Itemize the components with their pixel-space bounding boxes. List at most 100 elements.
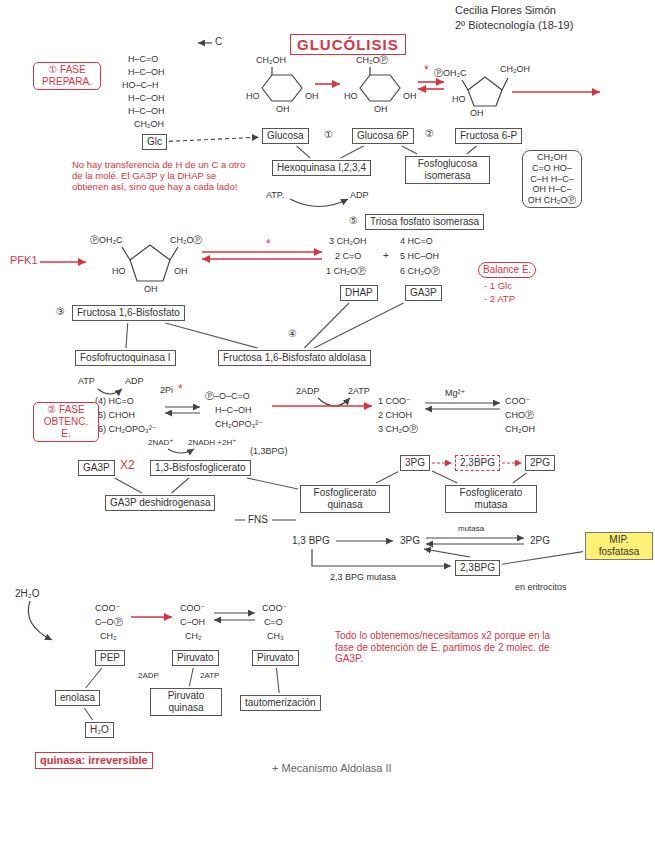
annotation-label: 2ADP — [138, 671, 159, 680]
annotation-label: H–C–OH — [128, 93, 165, 103]
annotation-label: 2ATP — [348, 386, 370, 396]
connector — [432, 462, 452, 463]
annotation-label: 2,3 BPG mutasa — [330, 572, 396, 582]
box-text: Triosa fosfato isomerasa — [370, 216, 479, 228]
annotation-label: 5 HC–OH — [400, 251, 439, 261]
process-box: CH₂OH C=O HO–C–H H–C–OH H–C–OH CH₂OⓅ — [522, 150, 582, 208]
connector — [86, 668, 102, 688]
process-box: 2,3BPG — [455, 455, 500, 471]
annotation-label: 2º Biotecnología (18-19) — [455, 19, 573, 32]
annotation-label: 3 CH₂OH — [329, 236, 367, 246]
annotation-label: ADP — [350, 190, 369, 200]
annotation-label: ④ — [288, 328, 297, 340]
process-box: 3PG — [400, 455, 430, 471]
atp-curve — [290, 199, 348, 207]
annotation-label: CH₂ — [185, 631, 202, 641]
reaction-arrow — [214, 619, 255, 620]
water-curve — [28, 601, 52, 640]
annotation-label: H–C–OH — [128, 106, 165, 116]
annotation-label: COO⁻ — [180, 603, 205, 613]
connector — [467, 146, 477, 154]
reaction-arrow — [315, 83, 340, 85]
annotation-label: en eritrocitos — [515, 582, 567, 592]
annotation-label: FNS — [248, 514, 268, 526]
connector — [126, 323, 128, 348]
annotation-label: 6 CH₂OⓅ — [400, 266, 440, 276]
annotation-label: H–C–OH — [215, 405, 252, 415]
process-box: Piruvato quinasa — [150, 688, 222, 716]
annotation-label: ⓅOH₂C — [90, 235, 123, 245]
process-box: Fructosa 1,6-Bisfosfato aldolasa — [218, 350, 371, 366]
loop-arrow — [424, 549, 470, 557]
connector — [402, 146, 417, 154]
reaction-arrow — [418, 88, 444, 90]
annotation-label: 2H₂O — [15, 588, 39, 600]
annotation-label: HO — [246, 91, 260, 101]
annotation-label: No hay transferencia de H de un C a otro… — [72, 160, 252, 193]
adp-curve — [318, 398, 350, 406]
box-text: Balance E. — [483, 264, 531, 276]
annotation-label: ATP. — [266, 190, 284, 200]
process-box: ① FASE PREPARA. — [33, 62, 101, 90]
annotation-label: ADP — [125, 376, 144, 386]
process-box: Fructosa 1,6-Bisfosfato — [72, 305, 185, 321]
box-text: Piruvato quinasa — [155, 690, 217, 714]
connector — [172, 478, 189, 493]
box-text: quinasa: irreversible — [40, 754, 148, 767]
nad-curve — [168, 449, 194, 453]
annotation-label: 1 COO⁻ — [378, 396, 411, 406]
process-box: DHAP — [340, 285, 378, 301]
annotation-label: 1,3 BPG — [292, 535, 330, 547]
annotation-label: CH₂OH — [505, 424, 535, 434]
annotation-label: (5) CHOH — [95, 410, 135, 420]
annotation-label: CH₂OⓅ — [170, 235, 203, 245]
annotation-label: - 1 Glc — [484, 281, 512, 292]
annotation-label: ⓅOH₂C — [434, 68, 467, 78]
box-text: Piruvato — [177, 652, 214, 664]
process-box: Glucosa — [262, 128, 309, 144]
annotation-label: H–C–OH — [128, 67, 165, 77]
process-box: Hexoquinasa I,2,3,4 — [272, 160, 371, 176]
process-box: H₂O — [85, 722, 114, 738]
box-text: Fosfofructoquinasa I — [80, 352, 171, 364]
annotation-label: Todo lo obtenemos/necesitamos x2 porque … — [335, 630, 570, 665]
annotation-label: CH₂OPO₃²⁻ — [215, 419, 263, 429]
annotation-label: X2 — [120, 459, 135, 473]
box-text: Fosfoglucosa isomerasa — [410, 158, 485, 182]
annotation-label: 2PG — [530, 535, 550, 547]
annotation-label: H–C=O — [128, 54, 158, 64]
annotation-label: PFK1 — [10, 254, 38, 267]
loop-arrow — [312, 549, 451, 566]
process-box: PEP — [95, 650, 125, 666]
connector — [376, 472, 398, 483]
annotation-label: * — [424, 64, 429, 78]
fructose-bisphosphate-ring — [130, 245, 170, 281]
annotation-label: C–OⓅ — [95, 617, 123, 627]
process-box: Piruvato — [172, 650, 219, 666]
annotation-label: OH — [276, 104, 290, 114]
box-text: GA3P — [83, 462, 110, 474]
annotation-label: HO–C–H — [122, 80, 159, 90]
annotation-label: ③ — [56, 306, 65, 318]
process-box: Fosfofructoquinasa I — [75, 350, 176, 366]
process-box: MIP. fosfatasa — [585, 532, 653, 560]
connector — [189, 668, 193, 686]
annotation-label: 2Pi — [160, 385, 173, 395]
box-text: 2,3BPG — [460, 562, 495, 574]
annotation-label: 2ATP — [200, 671, 219, 680]
box-text: Piruvato — [257, 652, 294, 664]
box-text: ② FASE OBTENC. E. — [38, 404, 94, 440]
reaction-arrow — [214, 612, 255, 613]
connector — [165, 323, 257, 348]
annotation-label: * — [178, 383, 183, 397]
annotation-label: COO⁻ — [262, 603, 287, 613]
annotation-label: OH — [144, 284, 158, 294]
annotation-label: Ⓟ–O–C=O — [205, 391, 250, 401]
annotation-label: OH — [374, 104, 388, 114]
title: GLUCÓLISIS — [290, 34, 406, 55]
annotation-label: mutasa — [458, 524, 484, 533]
ring-bond — [271, 67, 272, 75]
annotation-label: OH — [403, 91, 417, 101]
annotation-label: CHOⓅ — [505, 410, 534, 420]
